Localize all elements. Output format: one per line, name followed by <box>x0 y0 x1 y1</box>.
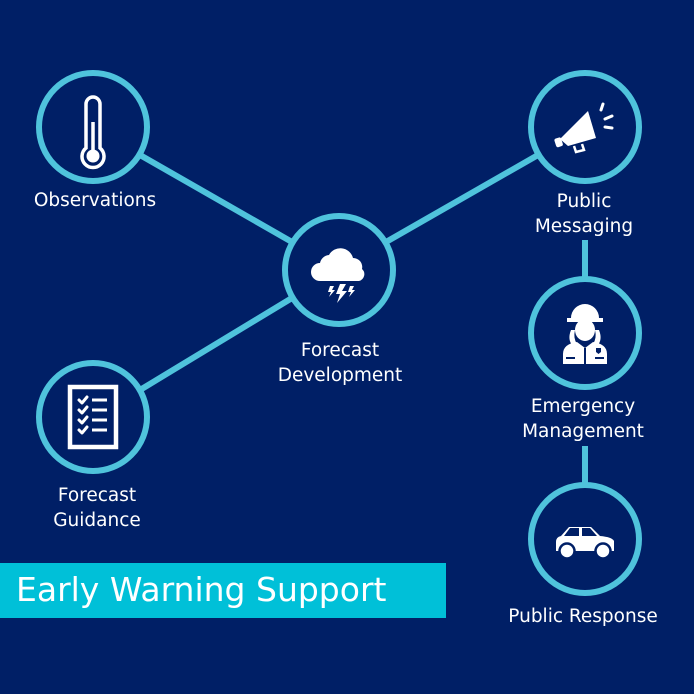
label-line: Observations <box>33 190 157 211</box>
node-forecast-guidance <box>36 360 150 474</box>
label-line: Guidance <box>53 510 141 531</box>
label-public-response: Public Response <box>508 604 657 629</box>
label-line: Forecast <box>57 485 137 506</box>
label-forecast-guidance: Forecast Guidance <box>53 483 141 533</box>
edge-observations-forecast-development <box>138 152 294 245</box>
checklist-icon <box>67 384 119 450</box>
label-line: Management <box>522 421 644 442</box>
responder-icon <box>563 304 607 364</box>
label-emergency-management: Emergency Management <box>522 394 644 444</box>
edge-forecast-development-public-messaging <box>384 152 540 245</box>
node-emergency-management <box>528 276 642 390</box>
label-line: Messaging <box>534 216 634 237</box>
node-public-messaging <box>528 70 642 184</box>
edges <box>138 152 588 484</box>
node-ring <box>36 360 150 474</box>
label-observations: Observations <box>34 188 156 213</box>
edge-forecast-guidance-forecast-development <box>138 295 294 393</box>
thermometer-icon <box>80 95 106 170</box>
label-forecast-development: Forecast Development <box>278 338 403 388</box>
label-line: Forecast <box>300 340 380 361</box>
megaphone-icon <box>554 102 614 154</box>
node-public-response <box>528 482 642 596</box>
storm-cloud-icon <box>311 248 365 303</box>
label-line: Public <box>556 191 612 212</box>
label-public-messaging: Public Messaging <box>535 189 633 239</box>
node-observations <box>36 70 150 184</box>
label-line: Development <box>277 365 403 386</box>
title-banner: Early Warning Support <box>0 563 446 618</box>
diagram-title: Early Warning Support <box>16 570 387 609</box>
car-icon <box>556 527 614 560</box>
label-line: Emergency <box>530 396 636 417</box>
label-line: Public Response <box>508 606 658 627</box>
node-forecast-development <box>282 213 396 327</box>
